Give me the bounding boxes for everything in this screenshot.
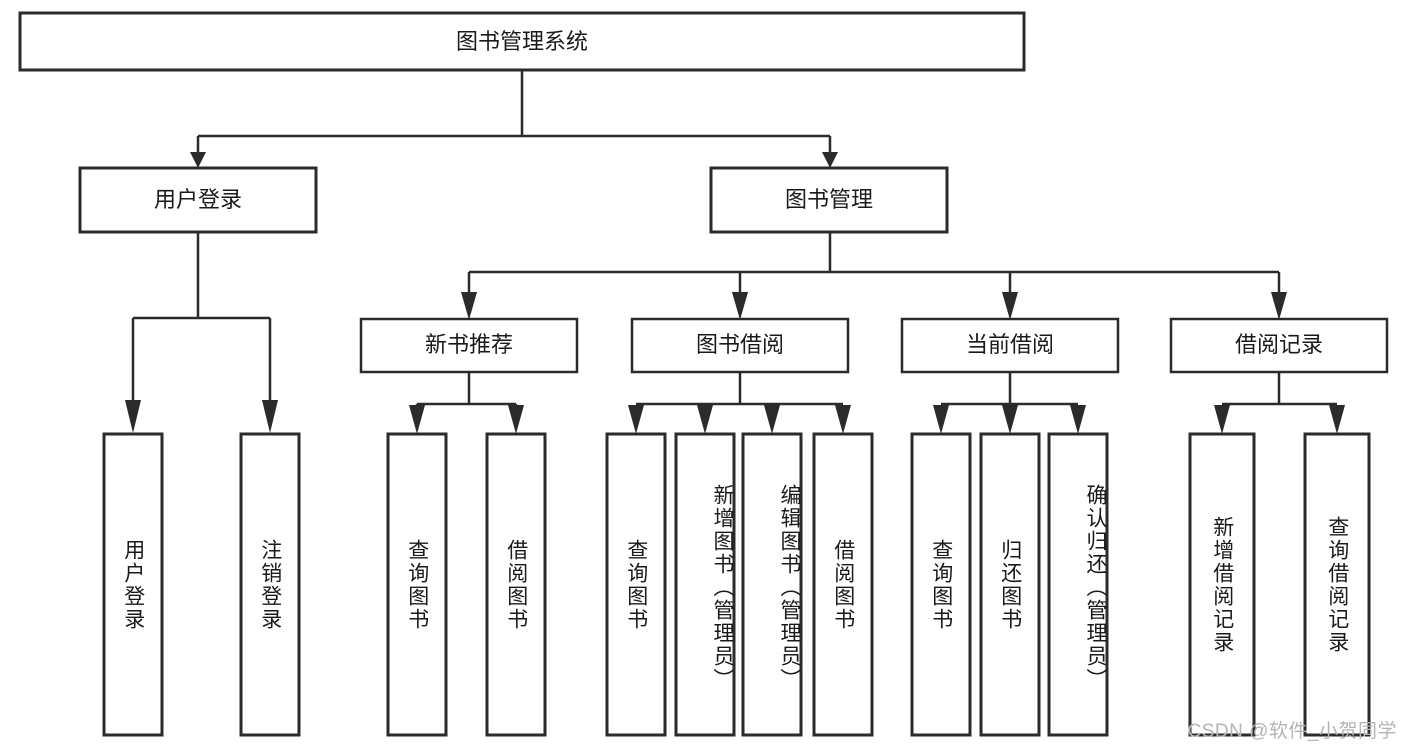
user-login-box[interactable] xyxy=(78,166,318,234)
arrowhead-leaf-user-login xyxy=(125,400,141,433)
arrowhead-current-borrow xyxy=(1002,292,1018,320)
leaf-user-login-box[interactable] xyxy=(102,432,164,737)
book-borrow-label: 图书借阅 xyxy=(696,332,784,357)
leaf-logout-box[interactable] xyxy=(239,432,301,737)
leaf-borrow-book-2-box[interactable] xyxy=(812,432,874,737)
arrowhead-leaf-borrow-book-2 xyxy=(835,405,851,434)
borrow-record-label: 借阅记录 xyxy=(1235,332,1323,357)
node-current-borrow[interactable]: 当前借阅 xyxy=(900,317,1120,374)
leaf-confirm-return-box[interactable] xyxy=(1047,432,1109,737)
arrowhead-leaf-query-book-3 xyxy=(933,405,949,434)
node-borrow-record[interactable]: 借阅记录 xyxy=(1169,317,1389,374)
leaf-query-book-2-box[interactable] xyxy=(605,432,667,737)
user-login-label: 用户登录 xyxy=(154,187,242,212)
root-label: 图书管理系统 xyxy=(456,29,588,54)
leaf-add-book-box[interactable] xyxy=(674,432,736,737)
node-new-book-recommend[interactable]: 新书推荐 xyxy=(359,317,579,374)
leaf-box-layer xyxy=(102,432,1371,737)
node-book-manage[interactable]: 图书管理 xyxy=(709,166,949,234)
edge-layer xyxy=(125,70,1345,434)
arrowhead-leaf-query-book-2 xyxy=(628,405,644,434)
borrow-record-box[interactable] xyxy=(1169,317,1389,374)
root-box[interactable] xyxy=(18,11,1026,72)
leaf-borrow-book-1-box[interactable] xyxy=(485,432,547,737)
arrowhead-leaf-return-book xyxy=(1002,405,1018,434)
new-book-recommend-box[interactable] xyxy=(359,317,579,374)
arrowhead-leaf-edit-book xyxy=(764,405,780,434)
arrowhead-user-login xyxy=(190,152,206,168)
book-borrow-box[interactable] xyxy=(630,317,850,374)
new-book-recommend-label: 新书推荐 xyxy=(425,332,513,357)
arrowhead-book-manage xyxy=(822,152,838,168)
node-root[interactable]: 图书管理系统 xyxy=(18,11,1026,72)
book-manage-label: 图书管理 xyxy=(785,187,873,212)
arrowhead-leaf-borrow-book-1 xyxy=(508,405,524,434)
leaf-query-book-1-box[interactable] xyxy=(386,432,448,737)
leaf-query-book-3-box[interactable] xyxy=(910,432,972,737)
arrowhead-new-book xyxy=(461,292,477,320)
arrowhead-leaf-confirm-return xyxy=(1070,405,1086,434)
leaf-return-book-box[interactable] xyxy=(979,432,1041,737)
arrowhead-leaf-logout xyxy=(262,400,278,433)
csdn-watermark: CSDN @软件_小贺同学 xyxy=(1187,721,1397,742)
current-borrow-label: 当前借阅 xyxy=(966,332,1054,357)
leaf-add-record-box[interactable] xyxy=(1188,432,1256,737)
arrowhead-leaf-query-record xyxy=(1329,405,1345,434)
node-book-borrow[interactable]: 图书借阅 xyxy=(630,317,850,374)
current-borrow-box[interactable] xyxy=(900,317,1120,374)
leaf-query-record-box[interactable] xyxy=(1303,432,1371,737)
arrowhead-leaf-add-record xyxy=(1214,405,1230,434)
leaf-edit-book-box[interactable] xyxy=(741,432,803,737)
arrowhead-borrow-record xyxy=(1271,292,1287,320)
arrowhead-leaf-query-book-1 xyxy=(409,405,425,434)
arrowhead-book-borrow xyxy=(732,292,748,320)
arrowhead-leaf-add-book xyxy=(697,405,713,434)
book-manage-box[interactable] xyxy=(709,166,949,234)
node-user-login[interactable]: 用户登录 xyxy=(78,166,318,234)
